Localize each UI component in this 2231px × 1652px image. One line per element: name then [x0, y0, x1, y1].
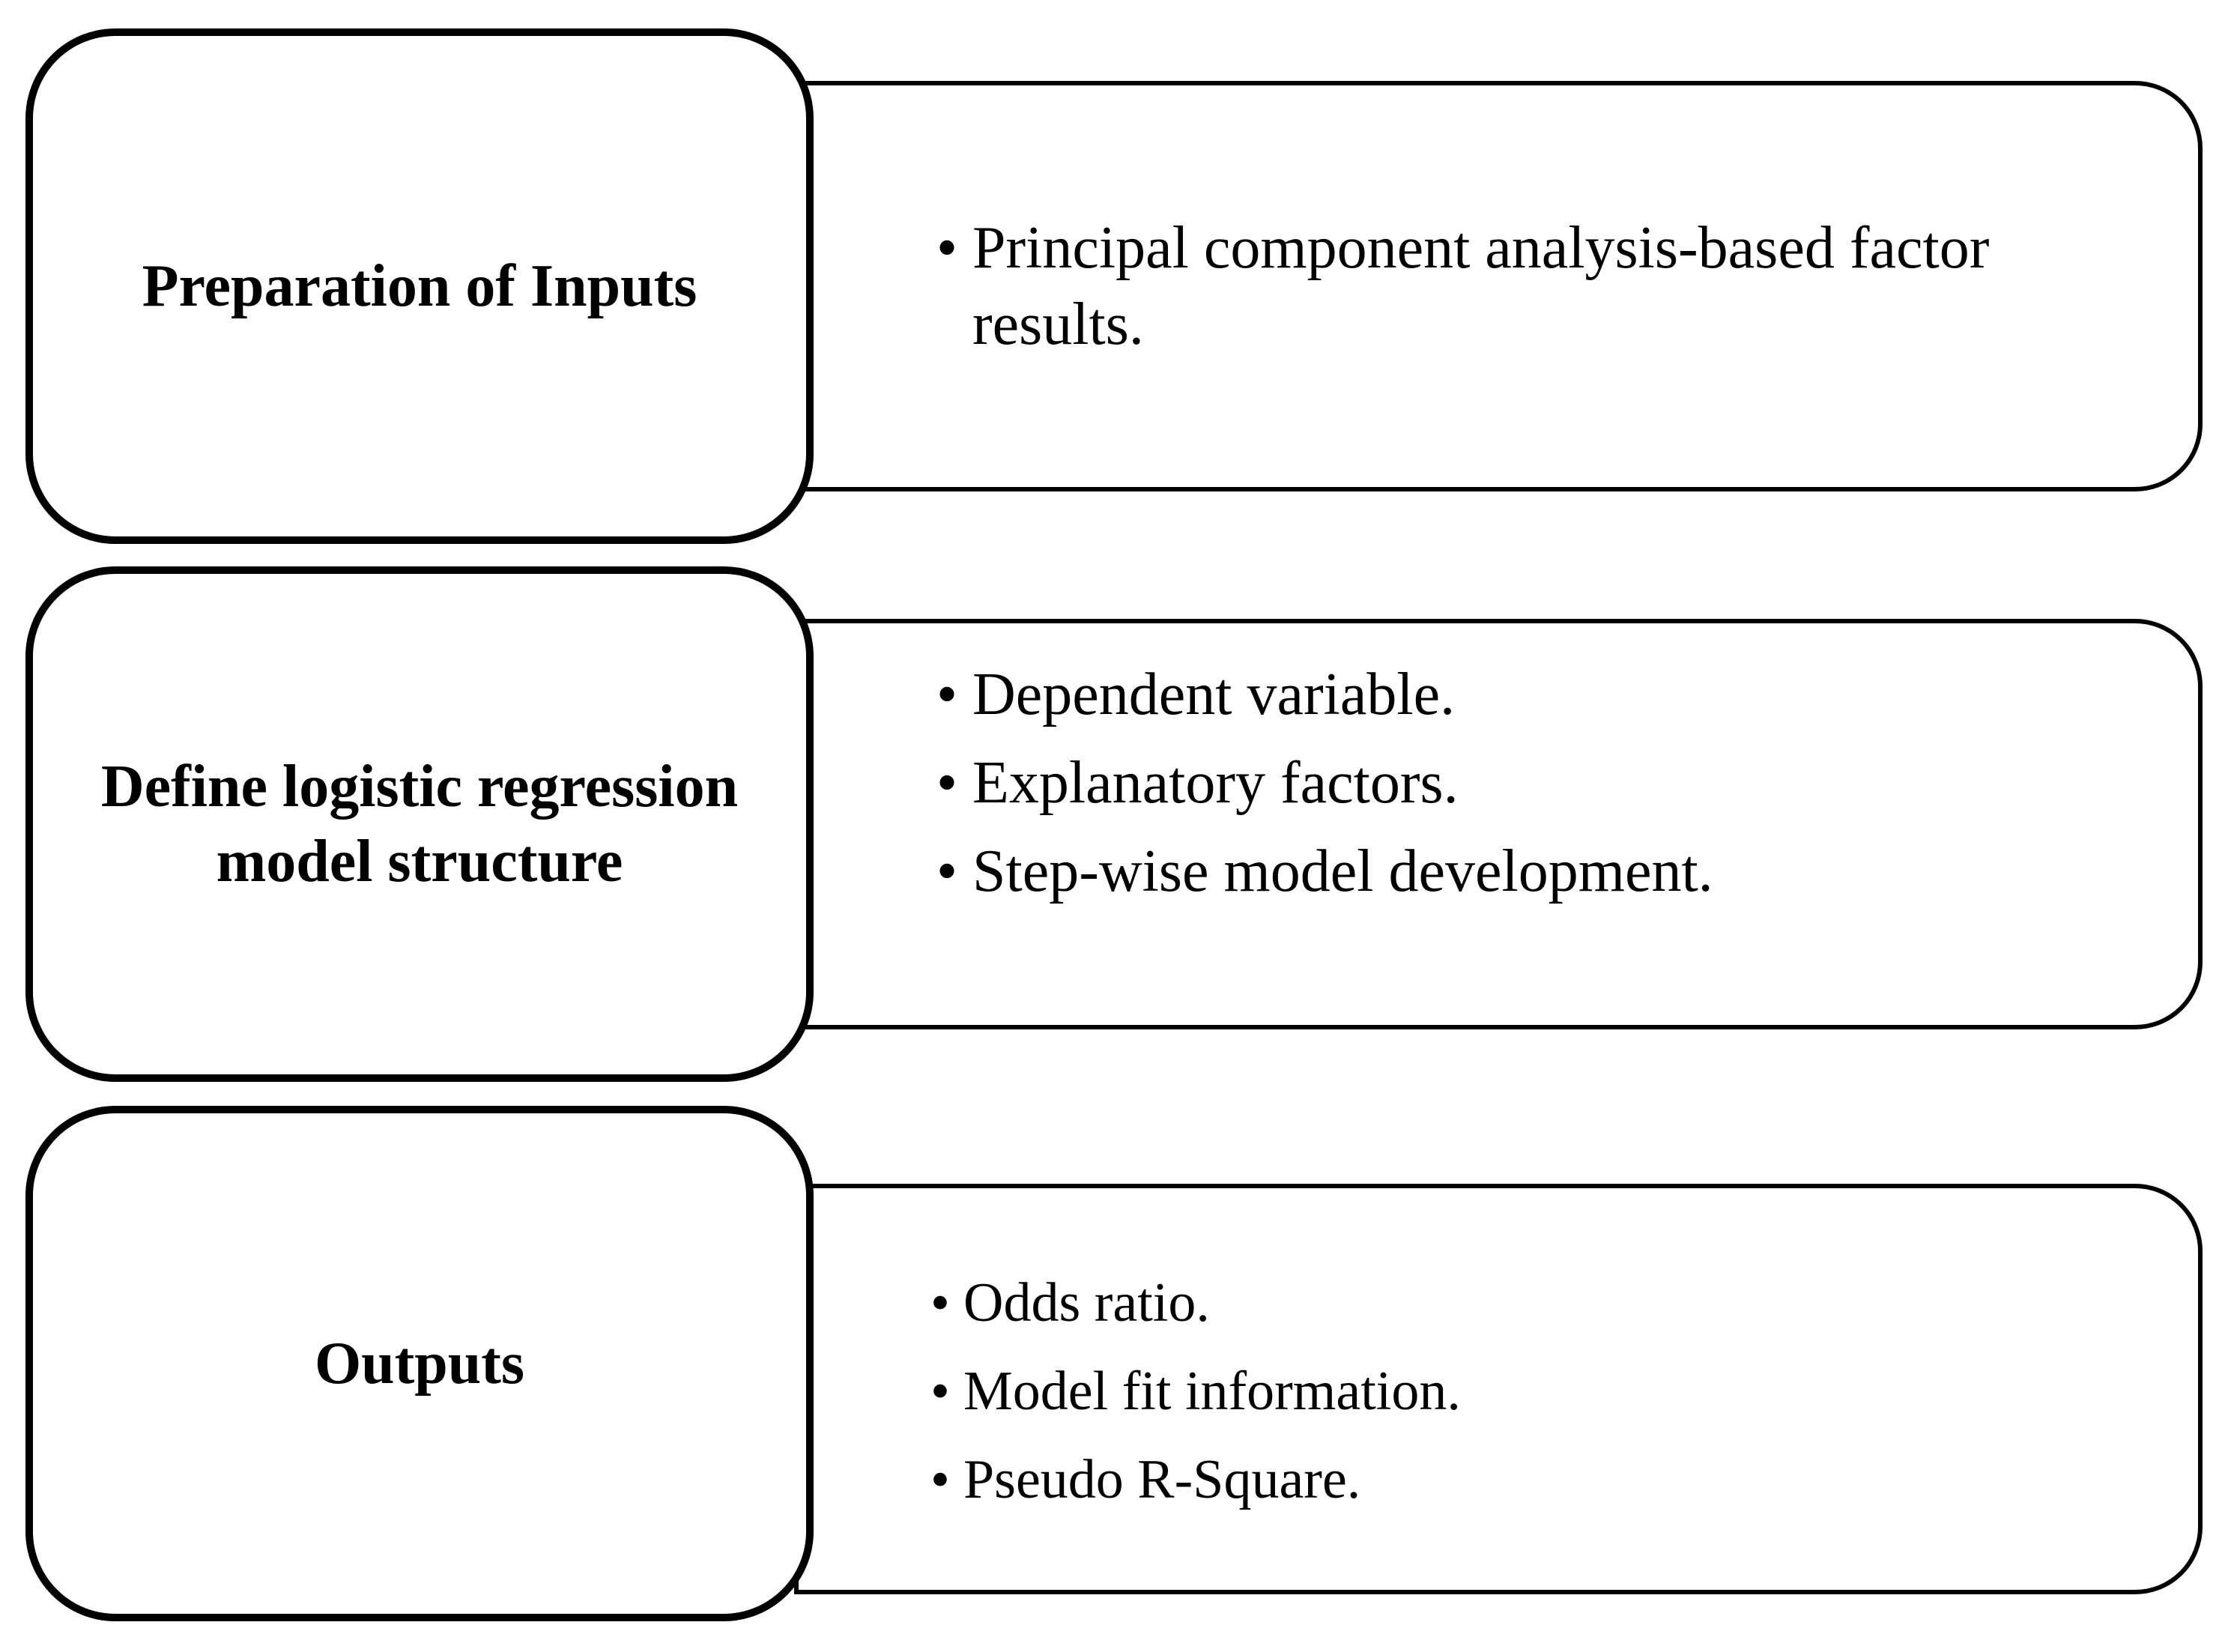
bullet-icon: • — [936, 838, 958, 904]
bullet-icon: • — [936, 662, 958, 727]
list-item: •Principal component analysis-based fact… — [936, 210, 2081, 363]
list-item: •Odds ratio. — [930, 1259, 1461, 1347]
step-3-title: Outputs — [314, 1331, 525, 1397]
list-item: •Step-wise model development. — [936, 827, 1713, 916]
step-3-detail-box — [794, 1184, 2203, 1594]
bullet-icon: • — [936, 750, 958, 816]
step-2-stage-box: Define logistic regression model structu… — [25, 566, 814, 1082]
list-item: •Explanatory factors. — [936, 739, 1713, 827]
step-1-detail-box — [794, 81, 2203, 491]
step-1-title: Preparation of Inputs — [142, 253, 697, 319]
list-item: •Dependent variable. — [936, 650, 1713, 739]
step-2-title: Define logistic regression model structu… — [100, 754, 739, 895]
step-2-bullet-list: •Dependent variable. •Explanatory factor… — [936, 650, 1713, 916]
step-1-bullet-list: •Principal component analysis-based fact… — [936, 210, 2081, 363]
step-1-stage-box: Preparation of Inputs — [25, 28, 814, 544]
list-item: •Pseudo R-Square. — [930, 1435, 1461, 1524]
bullet-icon: • — [930, 1272, 950, 1334]
step-2-detail-box — [794, 619, 2203, 1029]
bullet-icon: • — [930, 1361, 950, 1422]
bullet-icon: • — [930, 1449, 950, 1510]
step-3-stage-box: Outputs — [25, 1106, 814, 1621]
list-item: •Model fit information. — [930, 1347, 1461, 1435]
step-3-bullet-list: •Odds ratio. •Model fit information. •Ps… — [930, 1259, 1461, 1524]
bullet-icon: • — [936, 215, 958, 281]
